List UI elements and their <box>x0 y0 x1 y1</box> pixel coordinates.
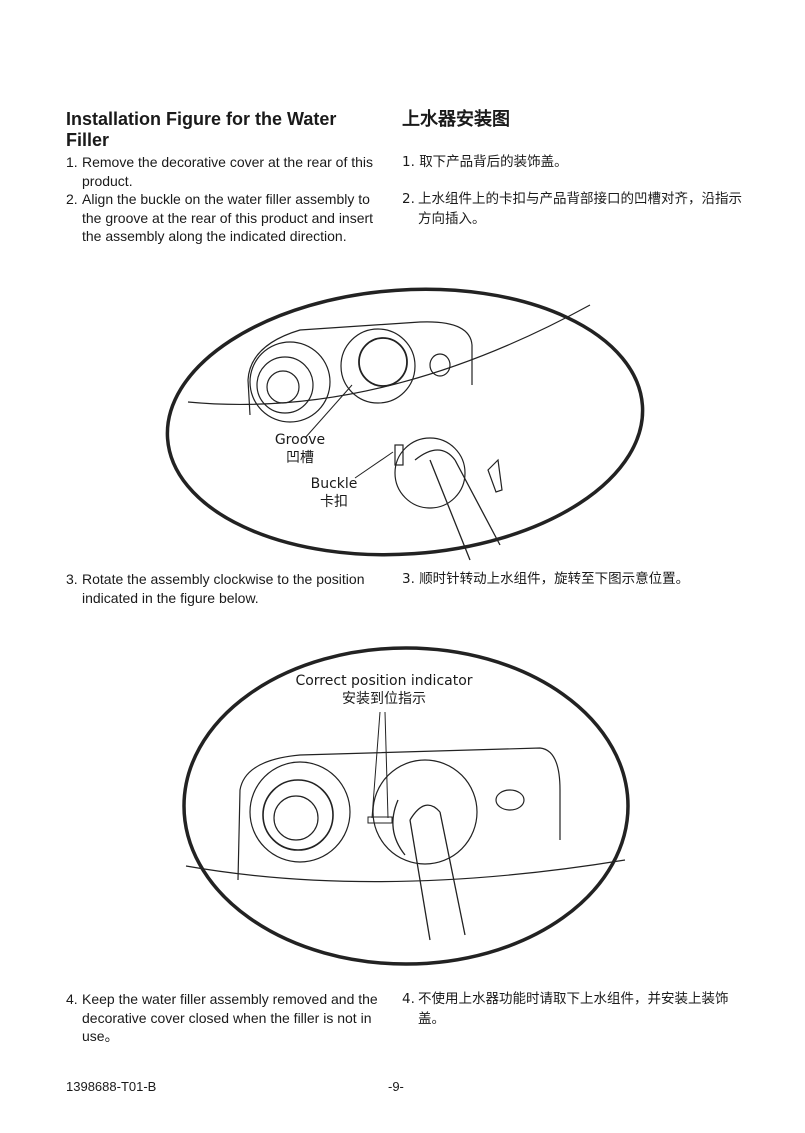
step-text: Remove the decorative cover at the rear … <box>82 154 374 189</box>
step-number: 1. <box>66 154 78 170</box>
step-1-zh: 1. 取下产品背后的装饰盖。 <box>402 152 742 172</box>
step-text: 不使用上水器功能时请取下上水组件，并安装上装饰盖。 <box>418 991 729 1027</box>
buckle-label-zh: 卡扣 <box>320 494 348 510</box>
step-text: Keep the water filler assembly removed a… <box>82 991 378 1044</box>
step-number: 2. <box>66 191 78 207</box>
step-number: 3. <box>402 571 415 587</box>
figure-1-illustration <box>165 287 645 561</box>
step-number: 2. <box>402 191 415 207</box>
correct-position-indicator-label: Correct position indicator 安装到位指示 <box>284 672 484 708</box>
page-number: -9- <box>388 1079 404 1094</box>
groove-label: Groove 凹槽 <box>268 431 332 467</box>
groove-label-en: Groove <box>274 432 326 448</box>
step-3-en: 3.Rotate the assembly clockwise to the p… <box>66 570 396 607</box>
step-text: 上水组件上的卡扣与产品背部接口的凹槽对齐，沿指示方向插入。 <box>418 191 742 227</box>
step-text: Rotate the assembly clockwise to the pos… <box>82 571 365 606</box>
step-4-en: 4.Keep the water filler assembly removed… <box>66 990 388 1046</box>
step-number: 4. <box>66 991 78 1007</box>
step-2-en: 2.Align the buckle on the water filler a… <box>66 190 386 246</box>
step-4-zh: 4. 不使用上水器功能时请取下上水组件，并安装上装饰盖。 <box>402 989 742 1029</box>
step-3-zh: 3. 顺时针转动上水组件，旋转至下图示意位置。 <box>402 569 762 589</box>
step-number: 4. <box>402 991 415 1007</box>
title-en: Installation Figure for the Water Filler <box>66 109 337 150</box>
buckle-label: Buckle 卡扣 <box>302 475 366 511</box>
indicator-label-en: Correct position indicator <box>295 673 473 689</box>
document-number: 1398688-T01-B <box>66 1079 157 1094</box>
step-text: Align the buckle on the water filler ass… <box>82 191 374 244</box>
step-text: 取下产品背后的装饰盖。 <box>419 154 568 170</box>
step-2-zh: 2. 上水组件上的卡扣与产品背部接口的凹槽对齐，沿指示方向插入。 <box>402 189 742 229</box>
step-number: 3. <box>66 571 78 587</box>
step-number: 1. <box>402 154 415 170</box>
groove-label-zh: 凹槽 <box>286 450 314 466</box>
buckle-label-en: Buckle <box>310 476 358 492</box>
step-text: 顺时针转动上水组件，旋转至下图示意位置。 <box>419 571 690 587</box>
figure-2-illustration <box>182 646 630 966</box>
step-1-en: 1.Remove the decorative cover at the rea… <box>66 153 386 190</box>
indicator-label-zh: 安装到位指示 <box>342 691 426 707</box>
title-zh: 上水器安装图 <box>402 109 510 129</box>
